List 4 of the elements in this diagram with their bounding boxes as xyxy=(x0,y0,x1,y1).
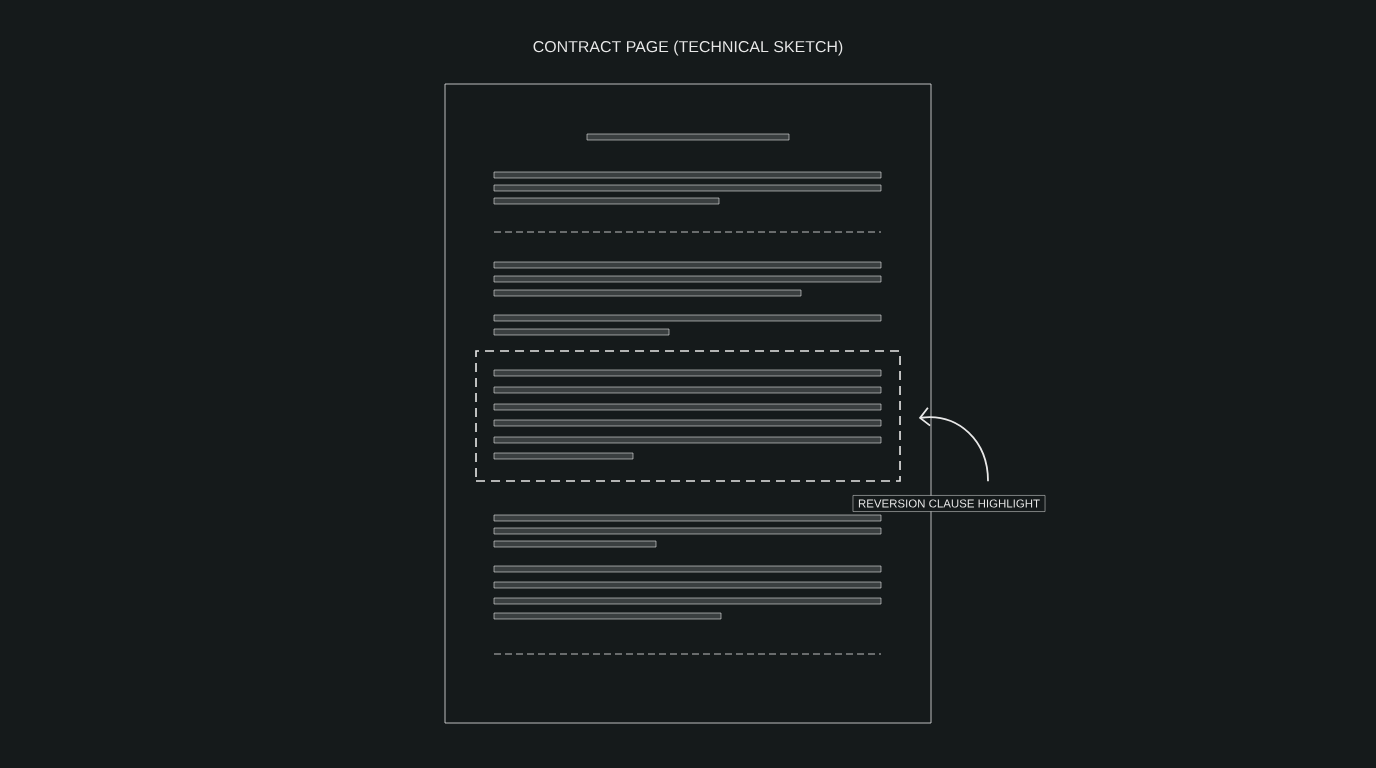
curved-arrow xyxy=(918,406,989,483)
title: CONTRACT PAGE (TECHNICAL SKETCH) xyxy=(533,40,843,56)
highlight-box xyxy=(475,350,901,482)
callout-label: REVERSION CLAUSE HIGHLIGHT xyxy=(852,495,1046,512)
